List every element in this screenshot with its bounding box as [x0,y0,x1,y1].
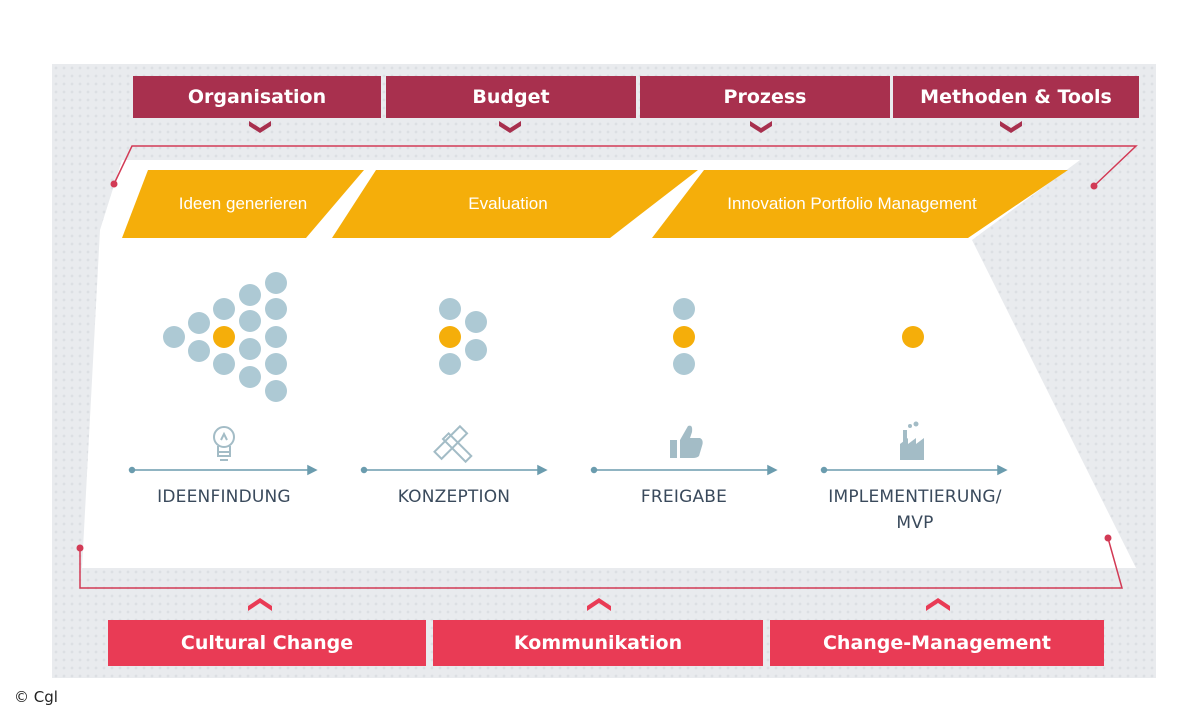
background-panel [52,64,1156,678]
tab-change-management: Change-Management [770,620,1104,666]
tab-prozess: Prozess [640,76,890,118]
stage-label-text: IDEENFINDUNG [157,487,291,507]
phase-innovation-portfolio: Innovation Portfolio Management [727,194,977,213]
tab-methoden-tools: Methoden & Tools [893,76,1139,118]
phase-ideen-generieren: Ideen generieren [178,194,308,213]
stage-label-line1: IMPLEMENTIERUNG/ [828,487,1002,507]
tab-kommunikation: Kommunikation [433,620,763,666]
stage-label-line2: MVP [896,513,934,533]
stage-konzeption: KONZEPTION [354,484,554,510]
copyright-notice: © Cgl [14,688,58,706]
stage-label-text: KONZEPTION [397,487,511,507]
stage-implementierung: IMPLEMENTIERUNG/ MVP [800,484,1030,536]
tab-cultural-change: Cultural Change [108,620,426,666]
stage-freigabe: FREIGABE [584,484,784,510]
tab-organisation: Organisation [133,76,381,118]
phase-evaluation: Evaluation [468,194,548,213]
stage-ideenfindung: IDEENFINDUNG [124,484,324,510]
tab-budget: Budget [386,76,636,118]
stage-label-text: FREIGABE [640,487,728,507]
